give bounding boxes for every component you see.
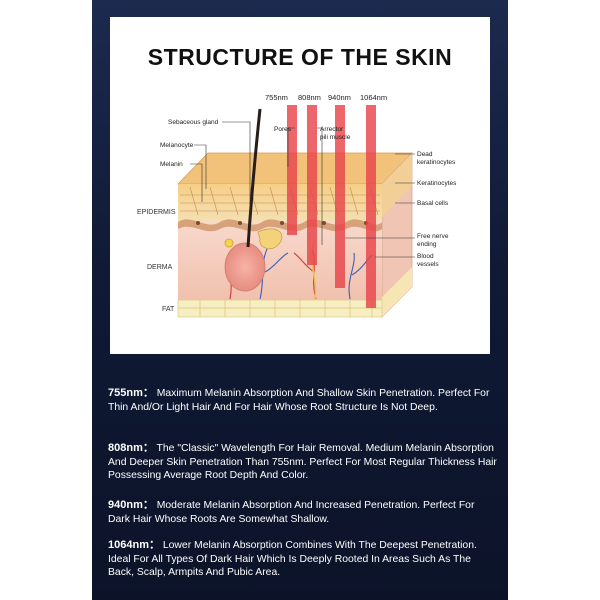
description-808-text: The "Classic" Wavelength For Hair Remova…	[108, 443, 497, 482]
front-fat	[177, 299, 383, 318]
wavelength-label-808: 808nm	[298, 93, 321, 102]
description-755: 755nm： Maximum Melanin Absorption And Sh…	[108, 387, 498, 414]
label-blood: Blood	[417, 253, 434, 260]
hair-bulb	[224, 242, 266, 292]
description-1064-heading: 1064nm：	[108, 539, 160, 551]
laser-beams	[287, 105, 376, 308]
wavelength-label-940: 940nm	[328, 93, 351, 102]
label-pili-muscle: pili muscle	[320, 134, 351, 141]
label-free-nerve: Free nerve	[417, 233, 449, 240]
laser-beam-808	[307, 105, 317, 265]
label-melanin: Melanin	[160, 161, 183, 168]
label-nerve-ending: ending	[417, 241, 437, 248]
label-sebaceous-gland: Sebaceous gland	[168, 119, 219, 126]
description-755-text: Maximum Melanin Absorption And Shallow S…	[108, 388, 490, 413]
description-1064: 1064nm： Lower Melanin Absorption Combine…	[108, 539, 498, 580]
sebaceous-gland	[257, 228, 283, 250]
label-dead-keratinocytes-2: keratinocytes	[417, 159, 456, 166]
label-blood-vessels: vessels	[417, 261, 439, 268]
description-940-heading: 940nm：	[108, 499, 154, 511]
laser-beam-1064	[366, 105, 376, 308]
side-fat	[382, 267, 412, 317]
description-940-text: Moderate Melanin Absorption And Increase…	[108, 500, 475, 525]
wavelength-label-755: 755nm	[265, 93, 288, 102]
side-epidermis	[382, 153, 412, 217]
page-title: STRUCTURE OF THE SKIN	[147, 44, 453, 70]
wavelength-label-1064: 1064nm	[360, 93, 387, 102]
keratinocyte-cells	[180, 186, 380, 216]
description-940: 940nm： Moderate Melanin Absorption And I…	[108, 499, 498, 526]
label-melanocyte: Melanocyte	[160, 142, 194, 149]
basal-layer-wave	[178, 219, 382, 232]
fat-cells	[178, 300, 382, 317]
laser-beam-755	[287, 105, 297, 235]
laser-beam-940	[335, 105, 345, 288]
skin-structure-diagram: 755nm 808nm 940nm 1064nm Sebaceous gland…	[137, 93, 457, 318]
label-arrector: Arrector	[320, 126, 344, 133]
hair-shaft	[246, 108, 262, 248]
label-leader-lines	[190, 121, 415, 258]
layer-label-epidermis: EPIDERMIS	[137, 209, 176, 216]
label-pores: Pores	[274, 126, 292, 133]
layer-label-derma: DERMA	[147, 264, 173, 271]
basal-cell-nuclei	[196, 221, 368, 225]
nerve-node	[224, 238, 234, 248]
layer-label-fat: FAT	[162, 306, 175, 313]
description-1064-text: Lower Melanin Absorption Combines With T…	[108, 540, 477, 579]
description-808-heading: 808nm：	[108, 442, 154, 454]
label-dead-keratinocytes: Dead	[417, 151, 433, 158]
description-808: 808nm： The "Classic" Wavelength For Hair…	[108, 442, 498, 483]
description-755-heading: 755nm：	[108, 387, 154, 399]
diagram-card: STRUCTURE OF THE SKIN	[110, 17, 490, 354]
label-basal-cells: Basal cells	[417, 200, 449, 207]
label-keratinocytes: Keratinocytes	[417, 180, 457, 187]
